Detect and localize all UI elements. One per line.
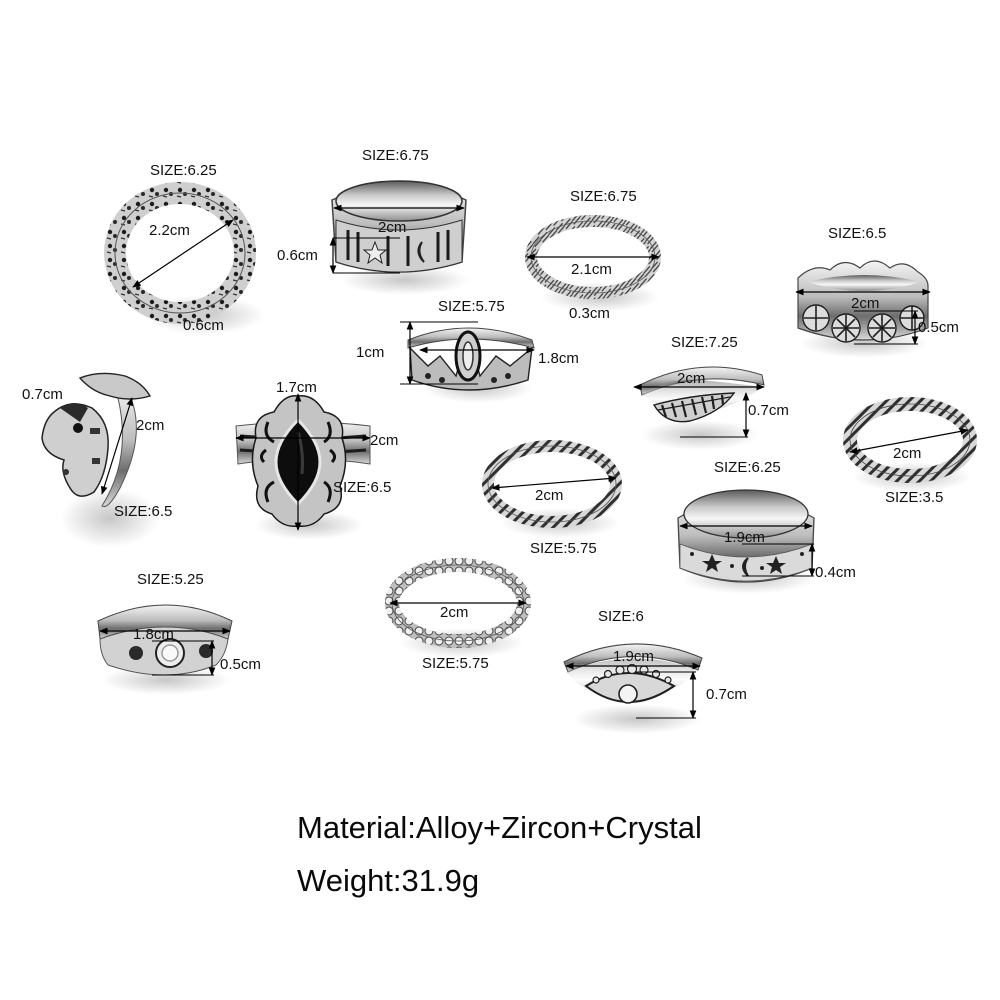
ring-beaded-icon: [385, 558, 531, 648]
ring-height-label: 0.7cm: [706, 686, 747, 703]
ring-diameter-label: 2cm: [378, 219, 407, 236]
ring-leaf-braid-icon: [525, 215, 661, 299]
ring-diameter-label: 2.2cm: [149, 222, 190, 239]
ring-height-label: 0.5cm: [918, 319, 959, 336]
ring-diameter-label: 2cm: [535, 487, 564, 504]
ring-diameter-label: 2cm: [136, 417, 165, 434]
ring-diameter-label: 1.8cm: [538, 350, 579, 367]
ring-evil-eye-icon: [563, 643, 703, 719]
ring-twisted-rope-icon: [482, 440, 622, 528]
product-specs: Material:Alloy+Zircon+Crystal Weight:31.…: [297, 812, 702, 918]
ring-crystal-flower: [96, 595, 236, 695]
ring-diameter-label: 2cm: [677, 370, 706, 387]
ring-height-label: 1.7cm: [276, 379, 317, 396]
ring-flower-crown-icon: [795, 260, 931, 345]
ring-flower-crown: [794, 248, 934, 358]
ring-crown-marquise: [398, 318, 538, 403]
ring-size-label: SIZE:5.25: [137, 571, 204, 588]
ring-size-label: SIZE:3.5: [885, 489, 944, 506]
ring-leaf-braid: [525, 212, 665, 312]
ring-height-label: 0.6cm: [277, 247, 318, 264]
ring-size-label: SIZE:6.5: [828, 225, 887, 242]
ring-moon-star-band-icon: [329, 180, 467, 274]
ring-diameter-label: 2cm: [440, 604, 469, 621]
ring-diameter-label: 2cm: [851, 295, 880, 312]
ring-size-label: SIZE:6.5: [333, 479, 392, 496]
ring-height-label: 0.4cm: [815, 564, 856, 581]
ring-height-label: 0.7cm: [748, 402, 789, 419]
ring-size-label: SIZE:6.5: [114, 503, 173, 520]
ring-elephant-icon: [41, 372, 152, 508]
ring-height-label: 0.5cm: [220, 656, 261, 673]
ring-skull-chain: [104, 182, 265, 335]
ring-width-label: 0.3cm: [569, 305, 610, 322]
ring-feather-icon: [633, 366, 765, 438]
ring-star-moon-band: [676, 484, 821, 594]
ring-width-label: 0.7cm: [22, 386, 63, 403]
ring-size-label: SIZE:6.75: [362, 147, 429, 164]
ring-size-label: SIZE:6: [598, 608, 644, 625]
ring-evil-eye: [562, 632, 707, 734]
ring-thick-twist: [842, 397, 982, 492]
ring-black-marquise-icon: [235, 393, 371, 531]
ring-crystal-flower-icon: [97, 604, 233, 676]
ring-size-label: SIZE:6.25: [714, 459, 781, 476]
ring-black-marquise: [234, 392, 374, 540]
material-label: Material:Alloy+Zircon+Crystal: [297, 810, 702, 845]
ring-size-label: SIZE:6.75: [570, 188, 637, 205]
ring-crown-marquise-icon: [400, 321, 535, 391]
weight-label: Weight:31.9g: [297, 863, 480, 898]
ring-diameter-label: 2cm: [370, 432, 399, 449]
ring-size-label: SIZE:5.75: [422, 655, 489, 672]
ring-feather: [630, 355, 770, 450]
ring-height-label: 1cm: [356, 344, 385, 361]
ring-diameter-label: 1.8cm: [133, 626, 174, 643]
ring-width-label: 0.6cm: [183, 317, 224, 334]
ring-diameter-label: 1.9cm: [613, 648, 654, 665]
ring-moon-star-band: [329, 170, 470, 295]
ring-diameter-label: 1.9cm: [724, 529, 765, 546]
ring-diameter-label: 2cm: [893, 445, 922, 462]
ring-twisted-rope: [480, 440, 630, 538]
ring-skull-chain-icon: [104, 182, 256, 324]
ring-size-label: SIZE:7.25: [671, 334, 738, 351]
ring-beaded: [384, 556, 536, 658]
ring-star-moon-band-icon: [677, 489, 816, 583]
ring-size-label: SIZE:5.75: [530, 540, 597, 557]
ring-size-label: SIZE:6.25: [150, 162, 217, 179]
ring-diameter-label: 2.1cm: [571, 261, 612, 278]
ring-elephant: [30, 368, 160, 548]
ring-size-label: SIZE:5.75: [438, 298, 505, 315]
ring-thick-twist-icon: [843, 397, 977, 483]
